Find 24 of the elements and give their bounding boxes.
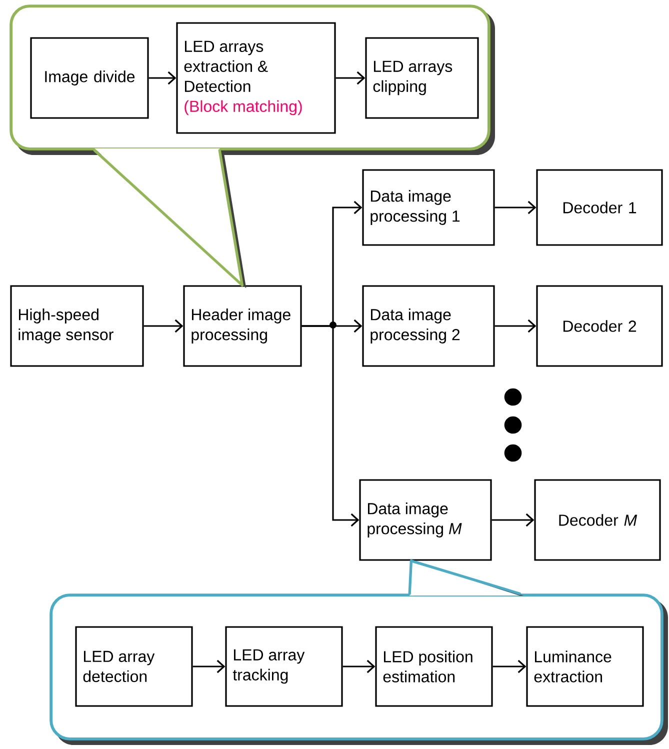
arrow <box>336 71 366 85</box>
process-box: LED array detection <box>75 626 193 707</box>
process-box: Header image processing <box>183 285 302 367</box>
process-box: Decoder M <box>534 479 661 561</box>
arrow <box>492 513 534 527</box>
arrow <box>494 200 536 214</box>
process-box: Image divide <box>30 37 149 119</box>
arrow <box>192 660 226 674</box>
arrow <box>302 325 360 527</box>
process-box: LED array tracking <box>225 626 343 707</box>
arrow <box>492 660 526 674</box>
process-box: Data image processing 2 <box>362 285 495 367</box>
process-box: High-speed image sensor <box>10 285 144 367</box>
arrow <box>144 319 184 333</box>
process-box: Decoder 2 <box>536 285 663 367</box>
process-box: LED position estimation <box>375 626 493 707</box>
arrow <box>342 660 376 674</box>
process-box: LED arrays clipping <box>365 37 479 119</box>
process-box: Luminance extraction <box>526 626 644 707</box>
arrow <box>148 71 176 85</box>
arrow <box>494 319 536 333</box>
process-box: Data image processing 1 <box>362 169 495 246</box>
process-box: Decoder 1 <box>536 169 663 246</box>
process-box: LED arrays extraction & Detection (Block matching) <box>176 22 336 134</box>
